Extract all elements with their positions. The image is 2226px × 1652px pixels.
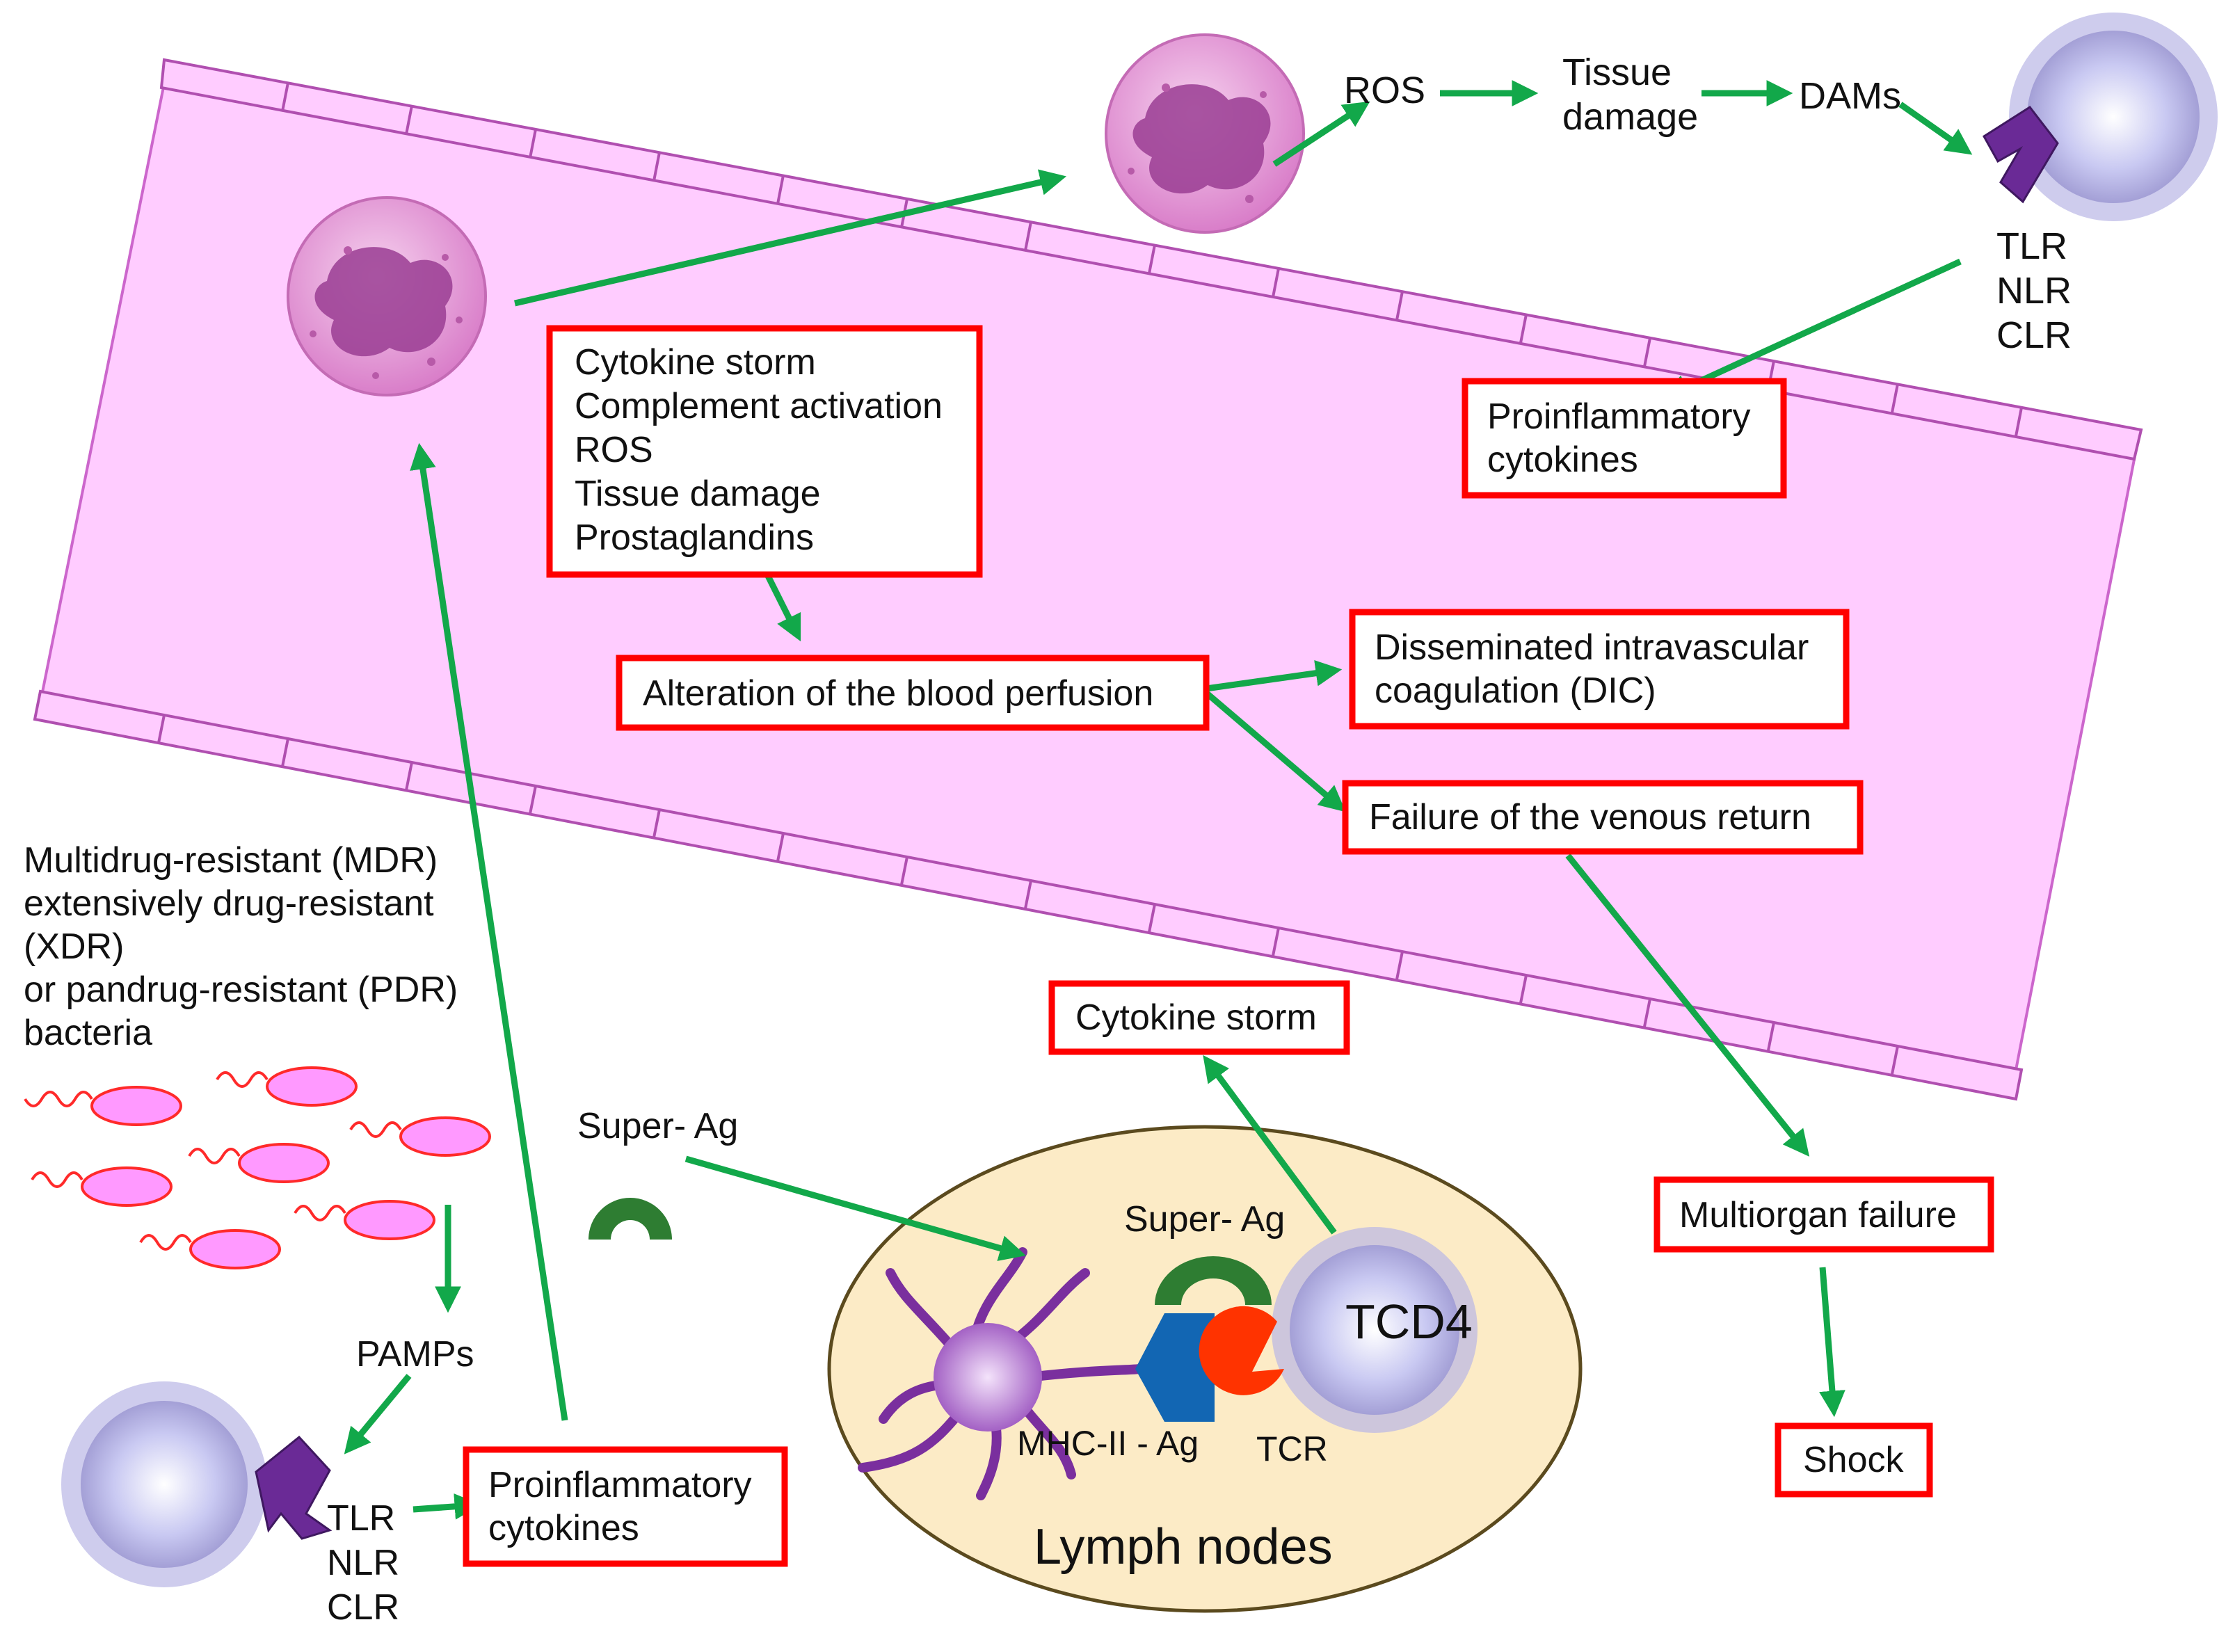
bacteria-description-line: or pandrug-resistant (PDR): [24, 970, 458, 1010]
lymphocyte-icon: [2009, 13, 2218, 221]
super-ag-node-label: Super- Ag: [1124, 1199, 1285, 1240]
prr-bottom-nlr: NLR: [327, 1543, 399, 1583]
box-blood-perfusion: Alteration of the blood perfusion: [616, 655, 1210, 731]
dams-label: DAMs: [1799, 75, 1901, 117]
prr-top-tlr: TLR: [1996, 225, 2067, 267]
storm-list-item: ROS: [575, 430, 653, 470]
neutrophil-icon: [1105, 33, 1305, 234]
box-proinflammatory-top: Proinflammatory cytokines: [1462, 378, 1787, 499]
blood-perfusion-label: Alteration of the blood perfusion: [643, 673, 1153, 714]
tissue-damage-line2: damage: [1562, 96, 1698, 138]
receptor-icon: [255, 1435, 333, 1540]
bacteria-description-line: extensively drug-resistant: [24, 883, 434, 924]
proinflammatory-top-line2: cytokines: [1487, 440, 1638, 480]
multiorgan-label: Multiorgan failure: [1679, 1195, 1957, 1235]
super-antigen-icon: [588, 1198, 672, 1240]
dic-line2: coagulation (DIC): [1375, 671, 1656, 711]
lymphocyte-icon: [61, 1381, 267, 1587]
cytokine-storm-label: Cytokine storm: [1075, 997, 1317, 1038]
bacteria-description-line: bacteria: [24, 1013, 152, 1053]
prr-bottom-tlr: TLR: [327, 1498, 395, 1539]
box-cytokine-storm: Cytokine storm: [1048, 980, 1350, 1055]
dendritic-cell-icon: [858, 1247, 1146, 1500]
shock-label: Shock: [1803, 1440, 1905, 1480]
proinflammatory-bottom-line2: cytokines: [488, 1508, 639, 1548]
box-multiorgan: Multiorgan failure: [1654, 1176, 1994, 1253]
mhc-ag-label: MHC-II - Ag: [1017, 1424, 1199, 1463]
lymph-nodes-label: Lymph nodes: [1034, 1519, 1333, 1575]
box-shock: Shock: [1775, 1422, 1933, 1498]
prr-bottom-clr: CLR: [327, 1587, 399, 1628]
ros-label: ROS: [1344, 70, 1425, 111]
venous-return-label: Failure of the venous return: [1369, 797, 1811, 837]
receptor-icon: [1983, 105, 2059, 204]
box-proinflammatory-bottom: Proinflammatory cytokines: [463, 1446, 788, 1567]
dic-line1: Disseminated intravascular: [1375, 627, 1809, 668]
storm-list-item: Tissue damage: [575, 474, 821, 514]
prr-top-clr: CLR: [1996, 314, 2072, 356]
box-storm-list: Cytokine storm Complement activation ROS…: [546, 325, 983, 578]
bacteria-icon: [24, 1066, 491, 1269]
storm-list-item: Complement activation: [575, 386, 943, 426]
proinflammatory-top-line1: Proinflammatory: [1487, 396, 1751, 437]
arrows: [344, 80, 1973, 1520]
pamps-label: PAMPs: [356, 1334, 474, 1374]
mhc-icon: [1135, 1313, 1215, 1422]
tcr-label: TCR: [1256, 1429, 1328, 1468]
box-dic: Disseminated intravascular coagulation (…: [1349, 609, 1850, 730]
lymphocyte-icon: [1272, 1227, 1478, 1433]
prr-top-nlr: NLR: [1996, 270, 2072, 312]
tcr-icon: [1199, 1306, 1284, 1395]
vessel-cell-junctions: [157, 82, 2023, 1075]
storm-list-item: Prostaglandins: [575, 518, 814, 558]
bacteria-description-line: (XDR): [24, 927, 124, 967]
storm-list-item: Cytokine storm: [575, 342, 816, 383]
proinflammatory-bottom-line1: Proinflammatory: [488, 1465, 752, 1505]
tissue-damage-line1: Tissue: [1562, 51, 1672, 93]
super-ag-label: Super- Ag: [577, 1106, 738, 1146]
neutrophil-icon: [287, 196, 487, 396]
box-venous-return: Failure of the venous return: [1342, 780, 1864, 855]
tcd4-label: TCD4: [1345, 1294, 1473, 1349]
super-antigen-icon: [1155, 1256, 1272, 1305]
bacteria-description-line: Multidrug-resistant (MDR): [24, 840, 438, 881]
